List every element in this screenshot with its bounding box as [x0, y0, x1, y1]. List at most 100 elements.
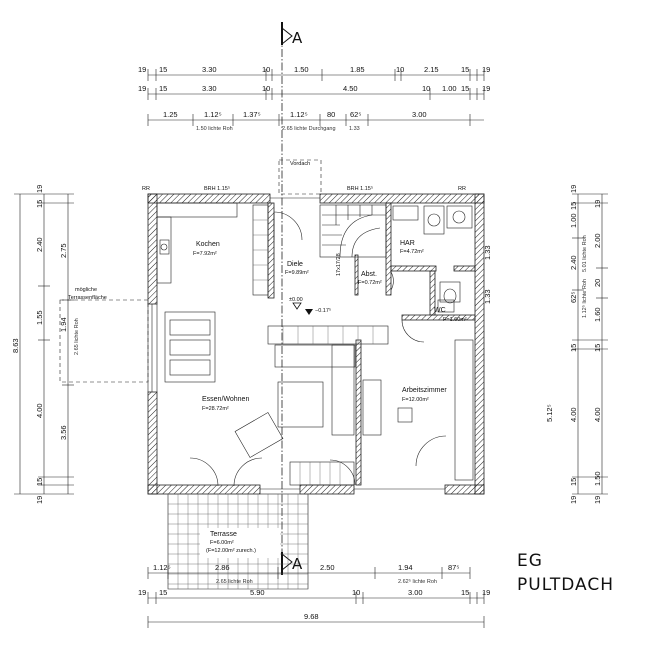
dim-label: 1.12⁵	[204, 110, 222, 119]
room-kochen: Kochen F=7.92m²	[193, 241, 220, 257]
dim-label: 4.50	[343, 84, 358, 93]
room-terrasse: Terrasse F=6.00m² (F=12.00m² zurech.)	[200, 528, 280, 558]
dim-label: 19	[569, 185, 578, 193]
dimension-chain-top-3: 1.25 1.12⁵ 1.37⁵ 1.12⁵ 80 62⁵ 3.00 1.50 …	[147, 110, 484, 132]
dim-label: 1.37⁵	[243, 110, 261, 119]
dim-label: 19	[138, 65, 146, 74]
dim-label: 15	[159, 65, 167, 74]
outer-walls	[147, 193, 485, 495]
dim-label: 19	[482, 84, 490, 93]
room-name: Essen/Wohnen	[202, 396, 249, 403]
room-name: Kochen	[196, 241, 220, 248]
dim-label: 2.75	[59, 243, 68, 258]
dim-label: 2.86	[215, 563, 230, 572]
dim-label: 1.94	[59, 317, 68, 332]
dim-label: 15	[569, 344, 578, 352]
dim-label: 20	[593, 279, 602, 287]
dim-label: 15	[461, 84, 469, 93]
dim-label: 10	[422, 84, 430, 93]
dim-label: 10	[262, 84, 270, 93]
brh-label: BRH 1.15⁵	[204, 185, 230, 192]
dim-label: 1.50	[294, 65, 309, 74]
living-furniture	[164, 311, 389, 486]
room-name: HAR	[400, 240, 415, 247]
dim-note: 2.62⁵ lichte Roh	[398, 578, 437, 585]
room-area: F=0.72m²	[358, 280, 382, 286]
dimension-chain-top-1: 19 15 3.30 10 1.50 1.85 10 2.15 15 19	[138, 65, 490, 81]
dim-label: 19	[35, 185, 44, 193]
level-label: ±0.00	[289, 297, 303, 303]
dim-label: 1.55	[35, 310, 44, 325]
dimension-chain-bottom-total: 9.68	[147, 612, 485, 628]
kitchen-counters	[156, 202, 269, 296]
dim-label: 87⁵	[448, 563, 459, 572]
dim-label: 19	[138, 84, 146, 93]
title-line-1: EG	[517, 551, 543, 571]
dim-label: 1.33	[483, 289, 492, 304]
dim-label: 15	[35, 200, 44, 208]
dim-label: 15	[569, 202, 578, 210]
dim-label: 15	[159, 588, 167, 597]
dim-label: 1.25	[163, 110, 178, 119]
dim-label: 5.12⁵	[545, 404, 554, 422]
dim-note: 2.65 lichte Roh	[216, 579, 253, 585]
dimension-chain-bottom-1: 1.12⁵ 2.86 2.50 1.94 87⁵ 2.65 lichte Roh…	[147, 563, 471, 585]
room-essen-wohnen: Essen/Wohnen F=28.72m²	[202, 396, 249, 412]
room-area: F=4.72m²	[400, 249, 424, 255]
title-line-2: PULTDACH	[517, 575, 614, 595]
dim-label: 19	[138, 588, 146, 597]
dim-label: 15	[569, 478, 578, 486]
level-label: −0.17⁵	[315, 307, 331, 314]
dim-label: 2.15	[424, 65, 439, 74]
dim-label: 19	[569, 496, 578, 504]
inner-walls	[267, 202, 476, 486]
dim-label: 8.63	[11, 338, 20, 353]
dim-label: 10	[396, 65, 404, 74]
room-name: Terrasse	[210, 531, 237, 538]
dim-label: 19	[593, 496, 602, 504]
office-furniture	[362, 339, 474, 481]
dim-label: 15	[461, 65, 469, 74]
room-area: F=28.72m²	[202, 406, 229, 412]
dim-label: 4.00	[35, 403, 44, 418]
dim-label: 2.50	[320, 563, 335, 572]
dimension-chain-right: 19 15 1.00 2.40 62⁵ 19 2.00 20 1.60 15 1…	[483, 185, 608, 504]
dim-label: 4.00	[569, 407, 578, 422]
dim-label: 15	[593, 344, 602, 352]
dim-label: 19	[482, 65, 490, 74]
room-diele: Diele F=9.89m²	[285, 261, 309, 276]
dim-label: 1.00	[569, 213, 578, 228]
dim-label: 1.60	[593, 307, 602, 322]
dim-label: 3.00	[408, 588, 423, 597]
dim-label: 3.56	[59, 425, 68, 440]
dim-label: 1.33	[483, 245, 492, 260]
room-area: F=1.60m²	[443, 317, 467, 323]
room-area: F=7.92m²	[193, 251, 217, 257]
dim-label: 2.40	[569, 255, 578, 270]
room-area-secondary: (F=12.00m² zurech.)	[206, 548, 256, 554]
room-wc: WC F=1.60m²	[434, 307, 467, 323]
dim-label: 1.12⁵	[153, 563, 171, 572]
dim-note: 1.12⁵ lichte Roh	[581, 279, 588, 318]
drawing-title: EG PULTDACH	[517, 551, 614, 595]
dim-note: 2.65 lichte Durchgang	[282, 126, 336, 132]
dim-label: 3.00	[412, 110, 427, 119]
dim-label: 1.50	[593, 471, 602, 486]
room-area: F=9.89m²	[285, 270, 309, 276]
dim-label: 2.00	[593, 233, 602, 248]
room-name: Arbeitszimmer	[402, 387, 447, 394]
dim-label: 10	[262, 65, 270, 74]
doors	[189, 211, 447, 487]
dim-label: 1.00	[442, 84, 457, 93]
dim-label: 10	[352, 588, 360, 597]
section-marker-top: A	[292, 29, 303, 47]
dimension-chain-top-2: 19 15 3.30 10 4.50 10 1.00 15 19	[138, 84, 490, 100]
dim-label: 19	[593, 200, 602, 208]
rr-label: RR	[142, 186, 150, 192]
dim-label: 4.00	[593, 407, 602, 422]
dim-label: 15	[159, 84, 167, 93]
dim-note: 1.33	[349, 126, 360, 132]
dim-label: 1.12⁵	[290, 110, 308, 119]
brh-label: BRH 1.15⁵	[347, 185, 373, 192]
